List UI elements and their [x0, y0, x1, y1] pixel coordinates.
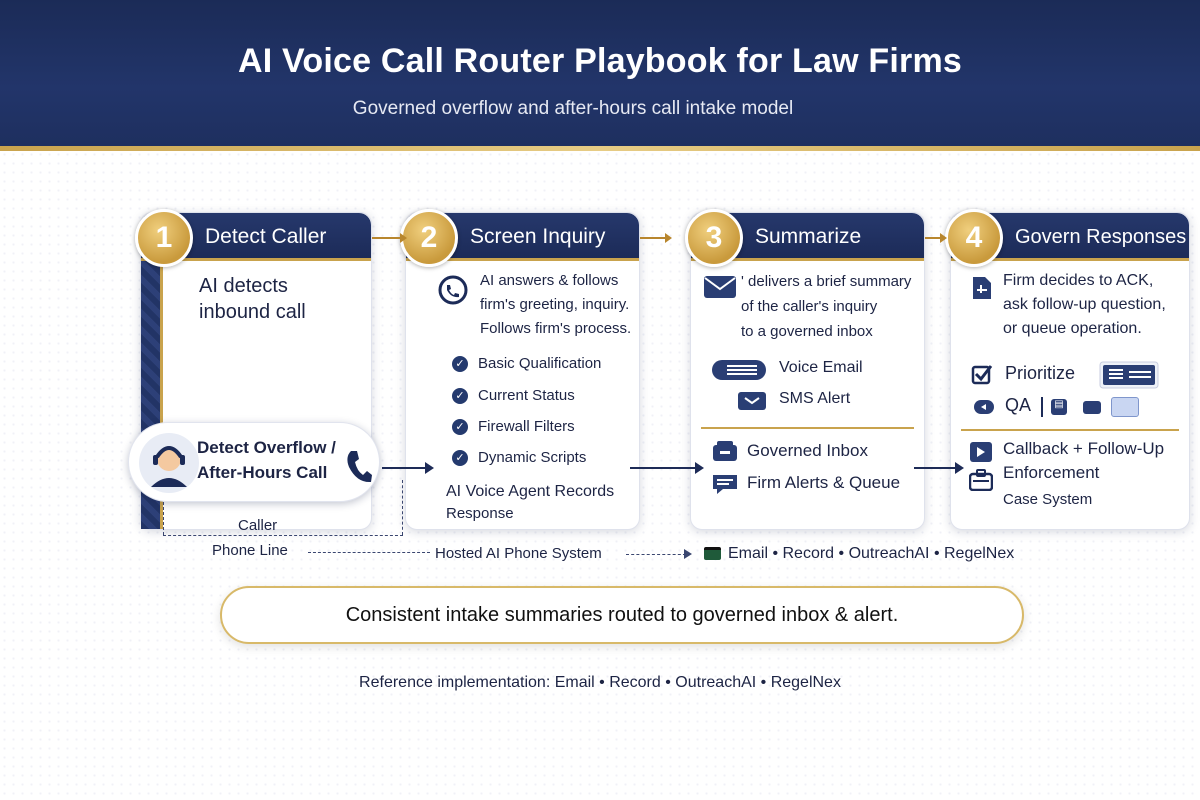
check-label: Basic Qualification — [478, 355, 602, 372]
step-3-card: Summarize Inquiry 3 ' delivers a brief s… — [685, 209, 925, 530]
step-3-body-line: ' delivers a brief summary — [741, 273, 912, 290]
phone-line-dash — [308, 552, 430, 553]
step-2-footer-line: AI Voice Agent Records — [446, 483, 615, 500]
step-2-footer-line: Response — [446, 505, 514, 522]
callout-line: After-Hours Call — [197, 463, 328, 482]
caller-dash-bottom — [163, 535, 403, 536]
prioritize-label: Prioritize — [1005, 363, 1076, 383]
enforce-line: Callback + Follow-Up — [1003, 439, 1165, 458]
qa-back-icon — [974, 400, 994, 414]
step-4-divider — [961, 429, 1179, 431]
callout-line: Detect Overflow / — [197, 438, 336, 457]
check-icon: ✓ — [452, 418, 468, 435]
header-banner — [0, 0, 1200, 146]
reference-footer: Reference implementation: Email • Record… — [359, 674, 841, 691]
integrations-label: Email • Record • OutreachAI • RegelNex — [728, 545, 1015, 562]
output-firm-alerts: Firm Alerts & Queue — [747, 473, 901, 492]
envelope-icon — [704, 276, 736, 298]
check-icon: ✓ — [452, 387, 468, 404]
caller-dash-right — [402, 480, 403, 535]
step-2-footer: AI Voice Agent Records Response — [446, 481, 614, 525]
page-title: AI Voice Call Router Playbook for Law Fi… — [237, 42, 962, 80]
inbox-icon — [713, 441, 737, 461]
qa-doc-icon: ▤ — [1051, 399, 1067, 415]
output-governed-inbox: Governed Inbox — [747, 441, 868, 460]
checkbox-icon — [971, 365, 993, 385]
flow-arrow-3 — [914, 462, 964, 474]
qa-separator — [1041, 397, 1043, 417]
step-2-badge: 2 — [400, 209, 458, 267]
caller-label: Caller — [238, 517, 278, 534]
qa-label: QA — [1005, 395, 1032, 415]
case-system-icon — [969, 469, 993, 491]
check-label: Current Status — [478, 387, 575, 404]
channel-sms-alert: SMS Alert — [779, 390, 851, 407]
check-item: ✓ Firewall Filters — [452, 418, 575, 435]
header-gold-rule — [0, 146, 1200, 151]
step-4-body-line: ask follow-up question, — [1003, 296, 1166, 313]
case-system-label: Case System — [1003, 491, 1093, 508]
step-1-body-line: inbound call — [199, 301, 306, 323]
agent-headset-icon — [139, 433, 199, 493]
flow-arrow-1 — [382, 462, 434, 474]
sms-icon — [738, 392, 766, 410]
step-4-card: Govern Responses 4 Firm decides to ACK, … — [945, 209, 1190, 530]
check-icon: ✓ — [452, 355, 468, 372]
connector-2-3 — [640, 233, 672, 243]
phone-icon — [347, 451, 372, 483]
step-4-enforcement: Callback + Follow-Up Enforcement — [1003, 437, 1164, 485]
voice-chat-icon — [438, 275, 468, 305]
summary-banner: Consistent intake summaries routed to go… — [220, 586, 1024, 644]
integration-envelope-icon — [704, 547, 721, 560]
step-2-body-line: AI answers & follows — [480, 272, 619, 289]
step-3-body: ' delivers a brief summary of the caller… — [741, 269, 911, 344]
step-3-body-line: to a governed inbox — [741, 323, 873, 340]
step-1-body-line: AI detects — [199, 275, 288, 297]
step-2-body-line: Follows firm's process. — [480, 320, 632, 337]
alert-queue-icon — [713, 475, 737, 494]
callback-icon — [970, 442, 992, 462]
check-item: ✓ Current Status — [452, 387, 575, 404]
hosted-dash — [626, 554, 686, 555]
connector-3-4 — [925, 233, 947, 243]
qa-chat-icon — [1111, 397, 1139, 417]
step-4-body: Firm decides to ACK, ask follow-up quest… — [1003, 269, 1166, 341]
flow-arrow-2 — [630, 462, 704, 474]
channel-voice-email: Voice Email — [779, 359, 863, 376]
priority-card-icon — [1099, 361, 1159, 389]
check-label: Firewall Filters — [478, 418, 575, 435]
connector-1-2 — [372, 233, 407, 243]
step-2-card: Screen Inquiry 2 AI answers & follows fi… — [400, 209, 640, 530]
hosted-system-label: Hosted AI Phone System — [435, 545, 602, 562]
step-3-header: Summarize Inquiry — [691, 213, 924, 296]
page-subtitle: Governed overflow and after-hours call i… — [352, 98, 794, 119]
step-1-body: AI detects inbound call — [199, 273, 306, 325]
document-icon — [973, 277, 991, 299]
voice-email-icon — [712, 360, 766, 380]
phone-line-label: Phone Line — [212, 542, 288, 559]
enforce-line: Enforcement — [1003, 463, 1100, 482]
step-2-title: Screen Inquiry — [470, 225, 606, 248]
check-item: ✓ Dynamic Scripts — [452, 449, 586, 466]
step-3-body-line: of the caller's inquiry — [741, 298, 878, 315]
step-1-badge: 1 — [135, 209, 193, 267]
hosted-dash-arrowhead — [684, 549, 692, 559]
step-4-body-line: or queue operation. — [1003, 320, 1142, 337]
step-3-badge: 3 — [685, 209, 743, 267]
step-3-divider — [701, 427, 914, 429]
step-1-title: Detect Caller — [205, 225, 327, 248]
step-3-title: Summarize Inquiry — [755, 225, 862, 296]
qa-mail-icon — [1083, 401, 1101, 414]
step-4-badge: 4 — [945, 209, 1003, 267]
step-1-callout-text: Detect Overflow / After-Hours Call — [197, 435, 336, 485]
caller-dash-left — [163, 502, 164, 535]
check-icon: ✓ — [452, 449, 468, 466]
step-4-body-line: Firm decides to ACK, — [1003, 272, 1154, 289]
caller-callout: Detect Overflow / After-Hours Call — [128, 422, 380, 502]
step-2-body-line: firm's greeting, inquiry. — [480, 296, 630, 313]
check-item: ✓ Basic Qualification — [452, 355, 601, 372]
step-4-title: Govern Responses — [1015, 226, 1187, 248]
step-2-body: AI answers & follows firm's greeting, in… — [480, 269, 631, 341]
check-label: Dynamic Scripts — [478, 449, 587, 466]
